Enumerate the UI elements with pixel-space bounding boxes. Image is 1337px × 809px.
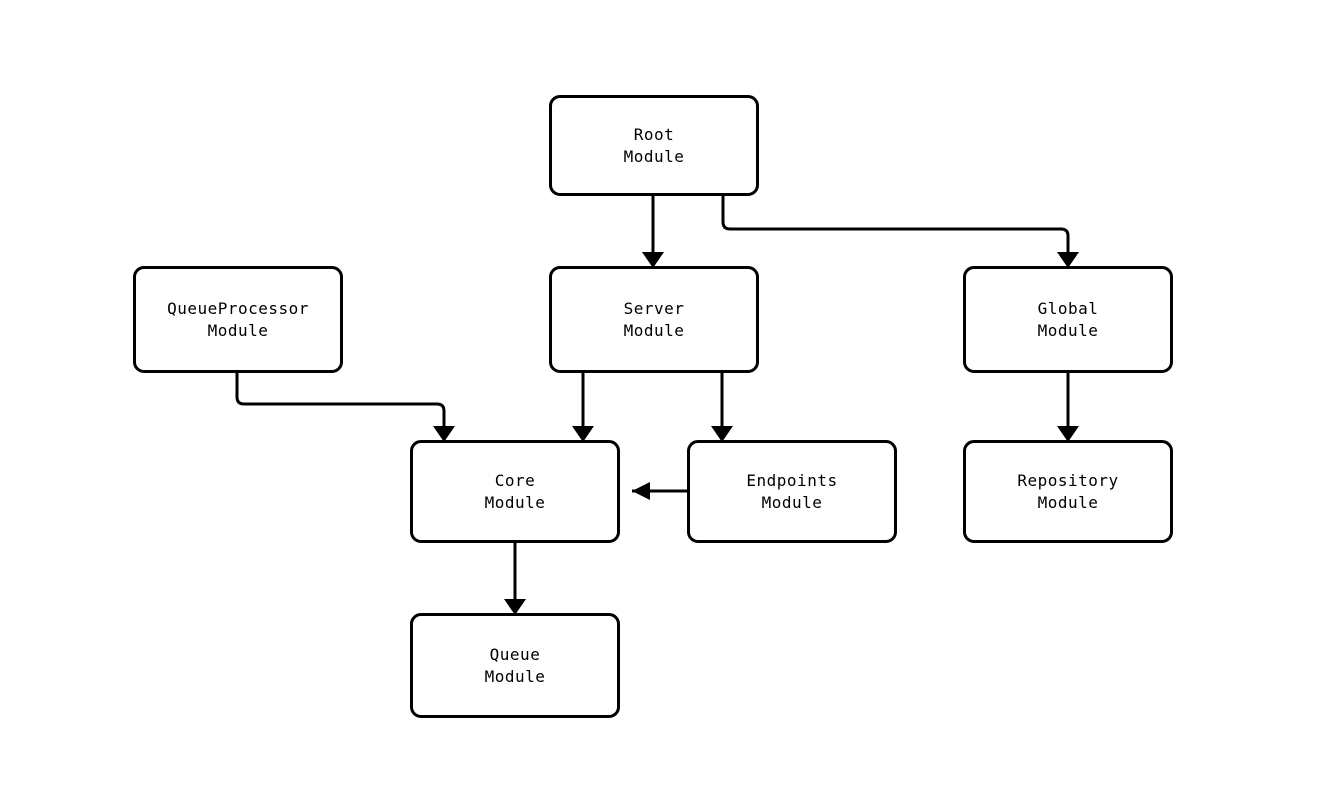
node-label-primary: Root <box>633 124 675 144</box>
node-label-secondary: Module <box>761 492 823 512</box>
node-label-primary: Server <box>623 298 685 318</box>
edge-arrowhead <box>1057 252 1079 268</box>
node-label-secondary: Module <box>1037 492 1099 512</box>
edge-core-queue <box>504 543 526 615</box>
edge-arrowhead <box>632 482 650 500</box>
edge-line <box>721 196 1070 255</box>
node-label-secondary: Module <box>623 320 685 340</box>
edge-endpoints-core <box>632 482 687 500</box>
edge-global-repository <box>1057 373 1079 442</box>
node-label-secondary: Module <box>207 320 269 340</box>
node-label-secondary: Module <box>1037 320 1099 340</box>
node-label-primary: Core <box>494 470 536 490</box>
edge-arrowhead <box>572 426 594 442</box>
node-label-primary: Repository <box>1017 470 1119 490</box>
edge-arrowhead <box>433 426 455 442</box>
node-label-secondary: Module <box>484 666 546 686</box>
node-label-primary: Endpoints <box>746 470 838 490</box>
edge-line <box>235 373 446 429</box>
edge-root-global <box>721 196 1079 268</box>
edge-arrowhead <box>1057 426 1079 442</box>
edge-server-endpoints <box>711 373 733 442</box>
edge-root-server <box>642 196 664 268</box>
node-label-primary: Queue <box>489 644 541 664</box>
edge-server-core <box>572 373 594 442</box>
node-label-primary: Global <box>1037 298 1099 318</box>
edge-arrowhead <box>711 426 733 442</box>
node-label-primary: QueueProcessor <box>167 298 309 318</box>
node-label-secondary: Module <box>623 146 685 166</box>
node-label-secondary: Module <box>484 492 546 512</box>
edge-arrowhead <box>642 252 664 268</box>
edge-queueprocessor-core <box>235 373 455 442</box>
edge-arrowhead <box>504 599 526 615</box>
